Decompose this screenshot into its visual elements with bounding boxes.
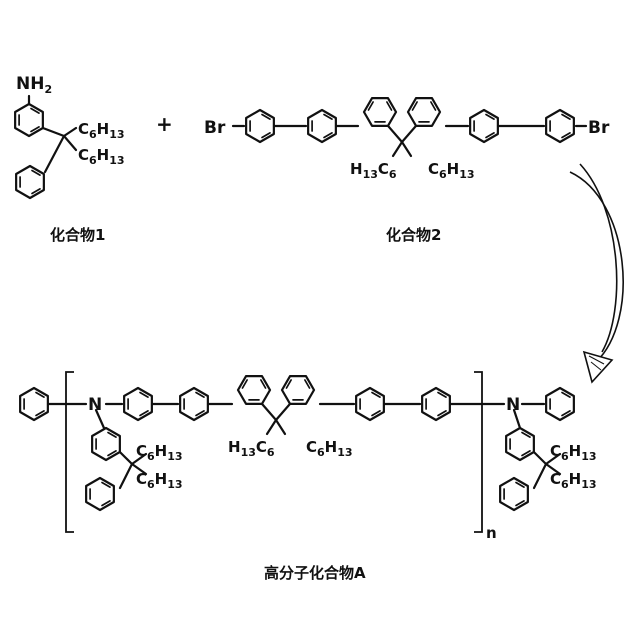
polymer-n-right-label: N bbox=[506, 395, 520, 415]
polymer-right-fluorenyl-hexyl-bottom: C6H13 bbox=[550, 470, 597, 491]
reaction-arrow bbox=[570, 164, 623, 382]
polymer-right-fluorenyl-hexyl-top: C6H13 bbox=[550, 442, 597, 463]
bromine-left-label: Br bbox=[204, 118, 226, 138]
polymer-left-fluorenyl-hexyl-bottom: C6H13 bbox=[136, 470, 183, 491]
compound-2-caption: 化合物2 bbox=[386, 226, 441, 244]
polymer-core-hexyl-left: H13C6 bbox=[228, 438, 275, 459]
bromine-right-label: Br bbox=[588, 118, 610, 138]
polymer-left-fluorenyl-hexyl-top: C6H13 bbox=[136, 442, 183, 463]
compound-1-hexyl-bottom: C6H13 bbox=[78, 146, 125, 167]
polymer-n-left-label: N bbox=[88, 395, 102, 415]
polymer-a-structure bbox=[20, 372, 574, 532]
compound-2-hexyl-right: C6H13 bbox=[428, 160, 475, 181]
polymer-a-caption: 高分子化合物A bbox=[264, 564, 366, 582]
repeat-count-label: n bbox=[486, 524, 497, 542]
compound-1-structure bbox=[15, 96, 76, 198]
compound-2-structure bbox=[233, 98, 586, 156]
compound-1-hexyl-top: C6H13 bbox=[78, 120, 125, 141]
plus-sign: + bbox=[156, 112, 173, 136]
nh2-label: NH2 bbox=[16, 74, 52, 96]
polymer-core-hexyl-right: C6H13 bbox=[306, 438, 353, 459]
compound-1-caption: 化合物1 bbox=[50, 226, 105, 244]
compound-2-hexyl-left: H13C6 bbox=[350, 160, 397, 181]
